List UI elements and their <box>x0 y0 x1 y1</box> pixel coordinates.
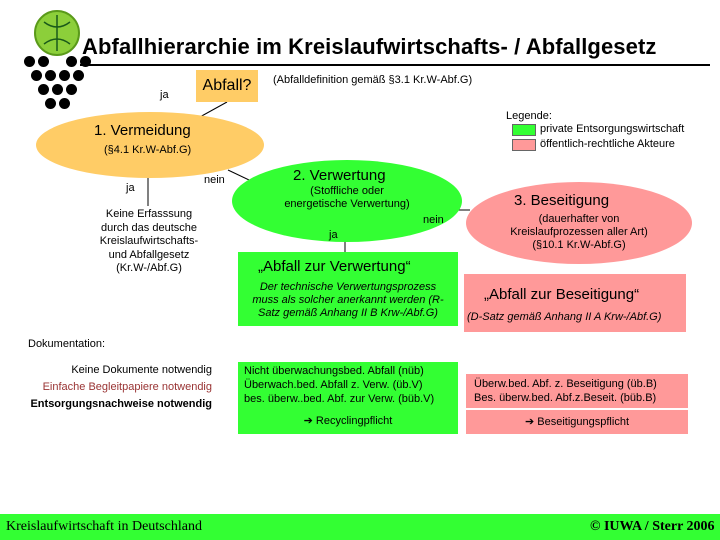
verwertung-doc-box: Nicht überwachungsbed. Abfall (nüb)Überw… <box>238 362 458 410</box>
verwertung-nein-label: nein <box>423 214 444 226</box>
footer-left: Kreislaufwirtschaft in Deutschland <box>6 519 202 534</box>
doc-line-nachweise: Entsorgungsnachweise notwendig <box>30 398 212 410</box>
vermeidung-ref: (§4.1 Kr.W-Abf.G) <box>104 144 192 156</box>
legend-public-label: öffentlich-rechtliche Akteure <box>540 138 675 150</box>
logo-globe-icon <box>34 10 80 56</box>
beseitigung-box <box>464 274 686 332</box>
abfall-definition: (Abfalldefinition gemäß §3.1 Kr.W-Abf.G) <box>273 74 473 86</box>
vermeidung-ellipse <box>36 112 264 178</box>
footer-bar <box>0 514 720 540</box>
vermeidung-nein-label: nein <box>204 174 225 186</box>
beseitigung-ellipse <box>466 182 692 264</box>
verwertung-box <box>238 252 458 326</box>
doc-line-simple: Einfache Begleitpapiere notwendig <box>42 381 212 393</box>
documentation-label: Dokumentation: <box>28 338 106 350</box>
title-underline <box>80 64 710 66</box>
verwertung-ja-label: ja <box>329 229 338 241</box>
verwertung-title: 2. Verwertung <box>293 167 386 184</box>
doc-line-none: Keine Dokumente notwendig <box>71 364 212 376</box>
beseitigung-desc: (D-Satz gemäß Anhang II A Krw-/Abf.G) <box>467 311 662 323</box>
logo-dots-icon <box>22 56 92 116</box>
vermeidung-title: 1. Vermeidung <box>94 122 191 139</box>
abfall-question-box: Abfall? <box>196 70 258 102</box>
legend-private-label: private Entsorgungswirtschaft <box>540 123 685 135</box>
beseitigungspflicht-box: ➔ Beseitigungspflicht <box>466 410 688 434</box>
vermeidung-ja-label: ja <box>126 182 135 194</box>
beseitigung-title: 3. Beseitigung <box>514 192 610 209</box>
beseitigung-label: „Abfall zur Beseitigung“ <box>484 286 640 303</box>
verwertung-label: „Abfall zur Verwertung“ <box>258 258 411 275</box>
legend-private-swatch <box>512 124 536 136</box>
page-title: Abfallhierarchie im Kreislaufwirtschafts… <box>82 34 657 59</box>
recyclingpflicht-box: ➔ Recyclingpflicht <box>238 410 458 434</box>
legend-title: Legende: <box>506 110 552 122</box>
verwertung-ellipse <box>232 160 462 242</box>
abfall-ja-label: ja <box>160 89 169 101</box>
legend-public-swatch <box>512 139 536 151</box>
footer-right: © IUWA / Sterr 2006 <box>590 519 715 534</box>
beseitigung-doc-box: Überw.bed. Abf. z. Beseitigung (üb.B)Bes… <box>466 374 688 408</box>
